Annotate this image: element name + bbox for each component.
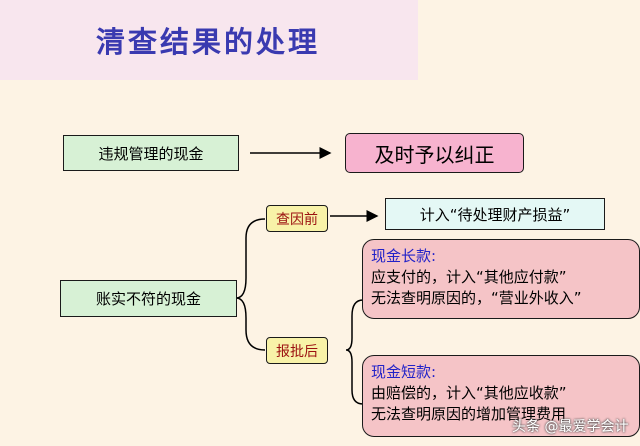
cash-overage-panel: 现金长款: 应支付的，计入“其他应付款” 无法查明原因的，“营业外收入” xyxy=(362,239,640,319)
after-approval-label: 报批后 xyxy=(266,337,328,364)
mismatch-cash-box: 账实不符的现金 xyxy=(60,280,237,317)
before-investigation-label: 查因前 xyxy=(266,205,328,232)
after-brace xyxy=(345,299,364,405)
irregular-cash-box: 违规管理的现金 xyxy=(63,135,239,171)
shortage-line-2: 无法查明原因的增加管理费用 xyxy=(371,405,567,423)
main-brace xyxy=(235,218,266,351)
overage-heading: 现金长款: xyxy=(371,247,437,265)
correct-promptly-box: 及时予以纠正 xyxy=(345,133,524,173)
watermark: 头条 @最爱学会计 xyxy=(512,419,629,435)
overage-line-2: 无法查明原因的，“营业外收入” xyxy=(371,289,582,307)
overage-line-1: 应支付的，计入“其他应付款” xyxy=(371,268,567,286)
pending-loss-box: 计入“待处理财产损益” xyxy=(385,198,605,230)
cash-shortage-panel: 现金短款: 由赔偿的，计入“其他应收款” 无法查明原因的增加管理费用 xyxy=(362,355,640,437)
shortage-heading: 现金短款: xyxy=(371,363,437,381)
title-band xyxy=(0,0,418,80)
page-title: 清查结果的处理 xyxy=(96,25,321,59)
shortage-line-1: 由赔偿的，计入“其他应收款” xyxy=(371,384,567,402)
